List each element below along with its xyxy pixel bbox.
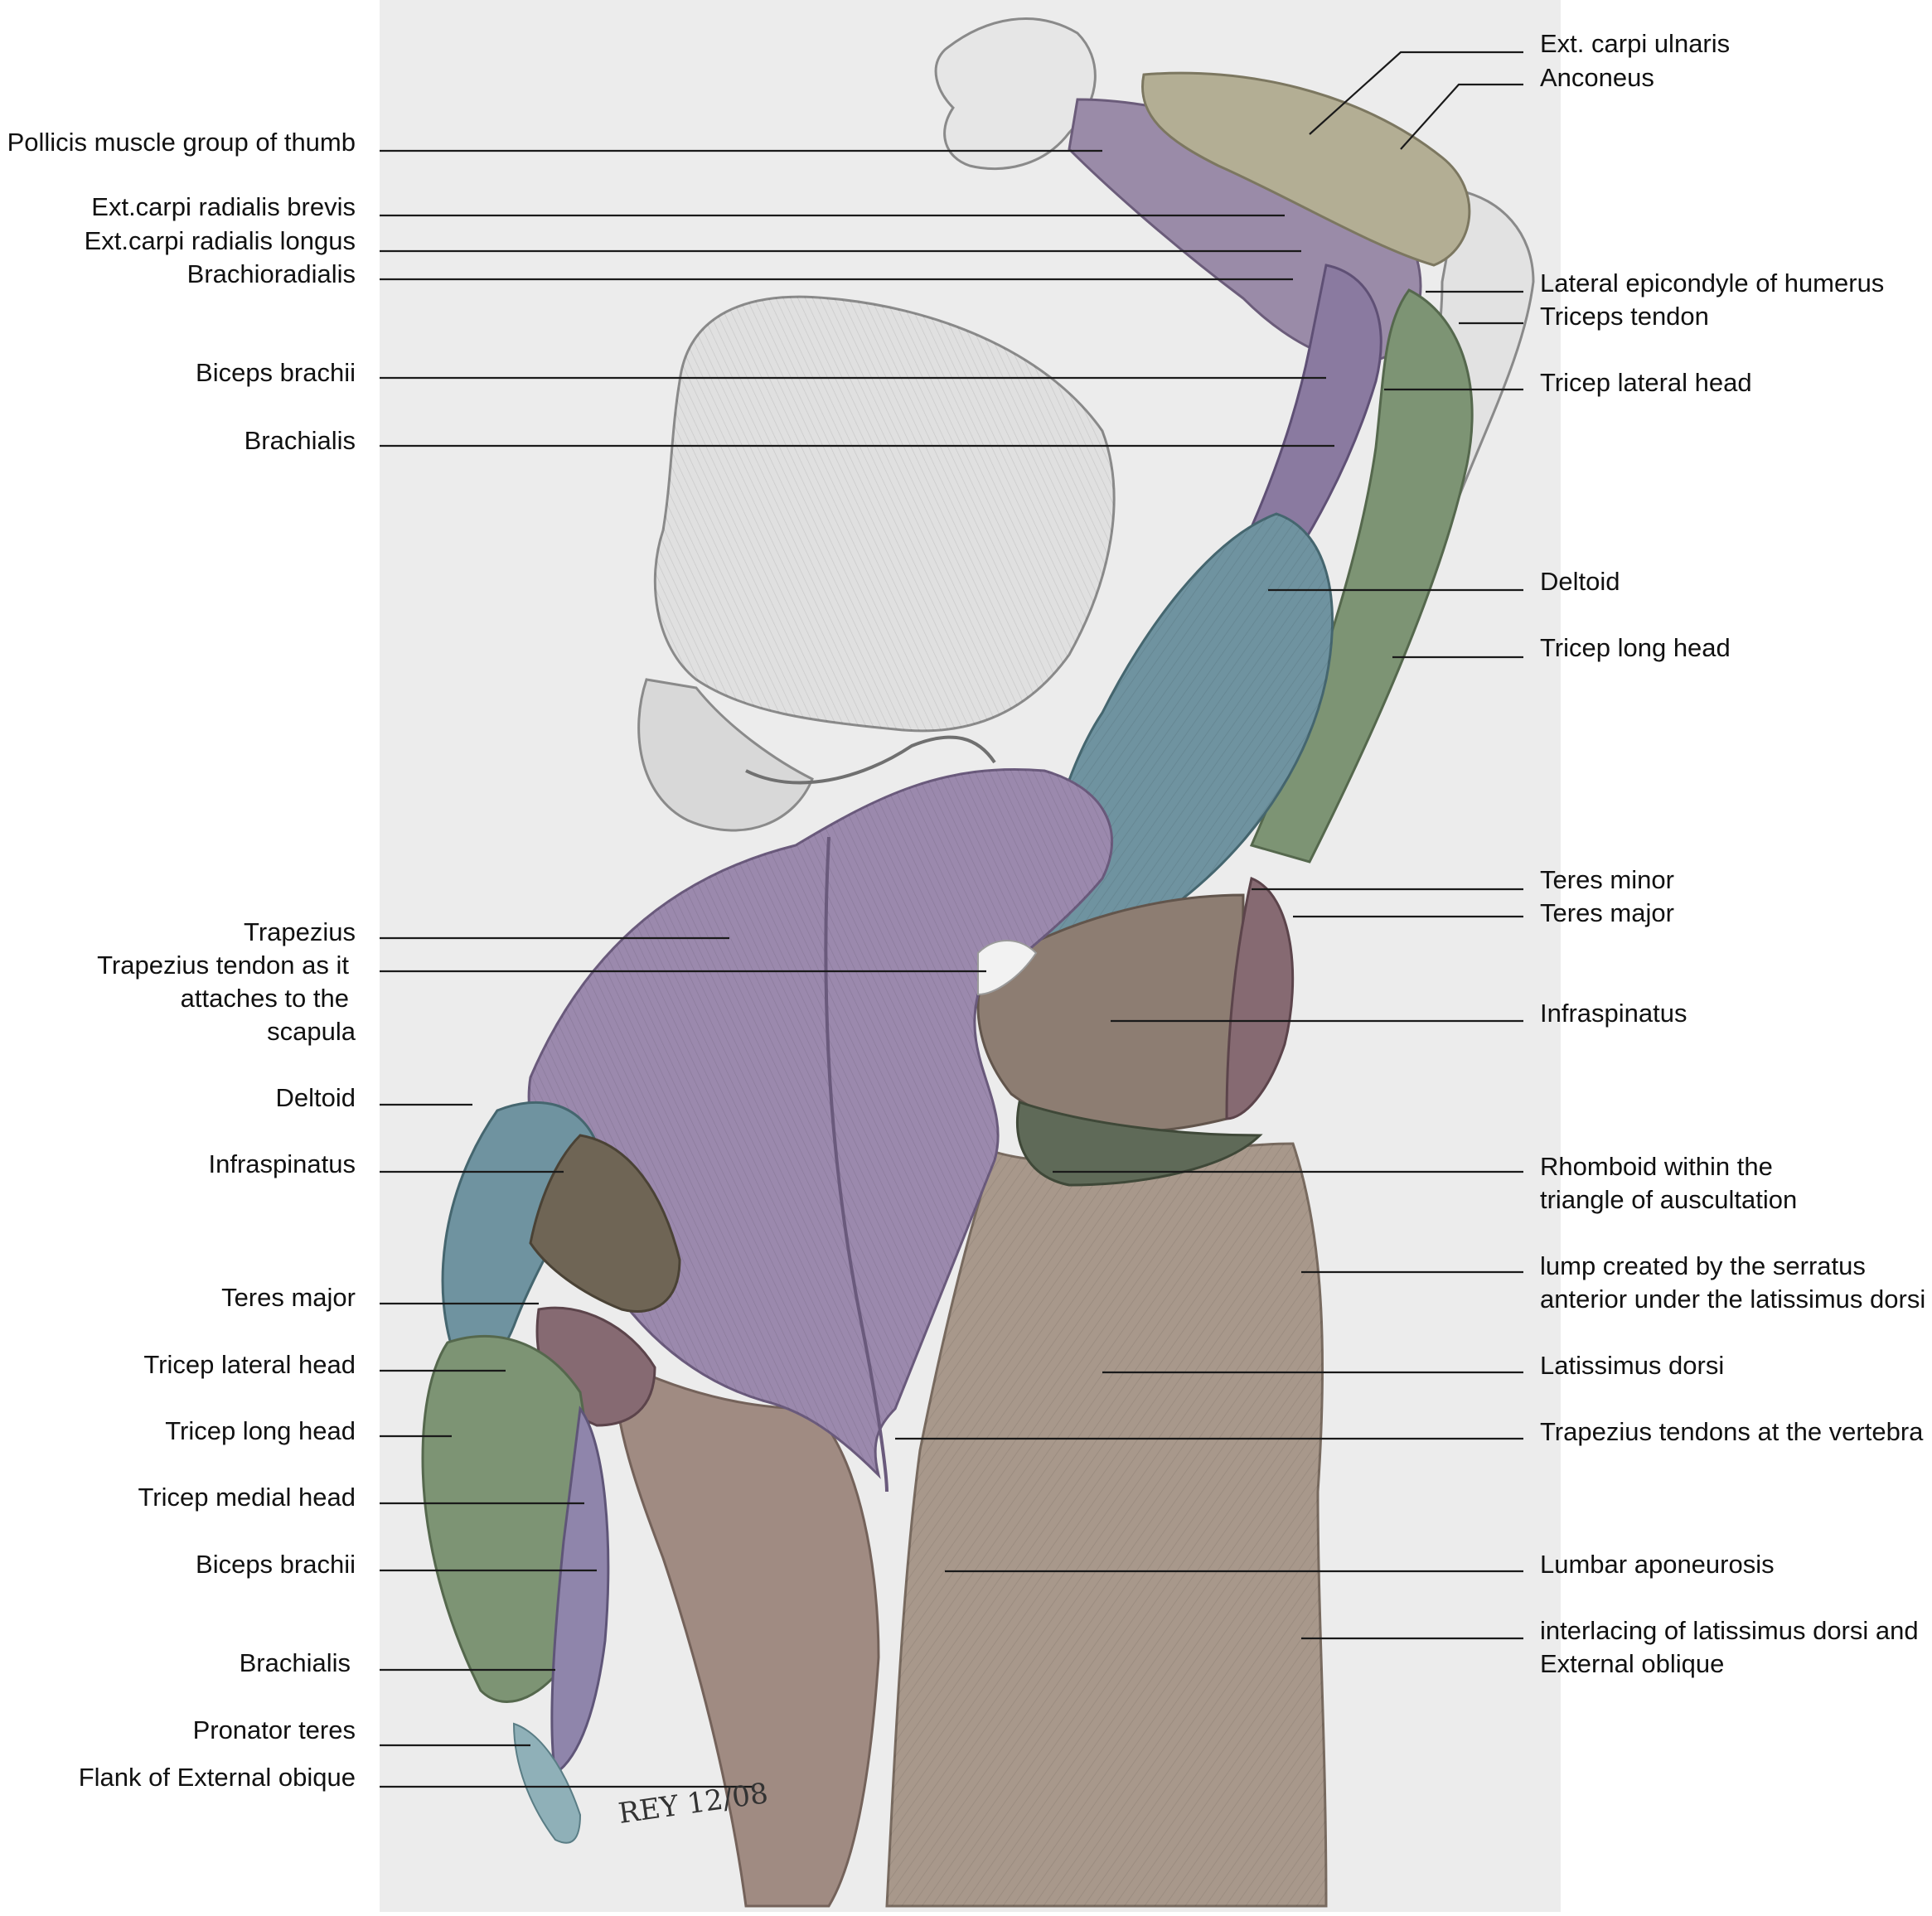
label-right-0: Ext. carpi ulnaris [1540,29,1731,58]
head-sketch [637,295,1116,832]
left-forearm-pronator [512,1722,582,1844]
label-left-4: Biceps brachii [196,358,356,387]
infraspinatus-left [529,1134,681,1313]
label-left-3: Brachioradialis [186,259,356,288]
label-right-4: Tricep lateral head [1540,368,1752,397]
label-left-12: Teres major [221,1283,356,1312]
label-left-5: Brachialis [244,426,356,455]
label-left-15: Tricep medial head [138,1483,356,1512]
label-right-3: Triceps tendon [1540,302,1709,331]
label-right-5: Deltoid [1540,567,1620,596]
label-right-12: lump created by the serratus [1540,1251,1866,1280]
label-right-10: Rhomboid within the [1540,1152,1773,1181]
label-right-2: Lateral epicondyle of humerus [1540,269,1885,298]
leader-lines [380,51,1523,1788]
label-left-0: Pollicis muscle group of thumb [7,128,356,157]
label-left-11: Infraspinatus [208,1149,356,1178]
label-right-11: triangle of auscultation [1540,1185,1798,1214]
label-right-8: Teres major [1540,898,1674,927]
label-left-13: Tricep lateral head [143,1350,356,1379]
label-right-13: anterior under the latissimus dorsi [1540,1285,1926,1314]
label-left-1: Ext.carpi radialis brevis [91,192,356,221]
left-arm-biceps [550,1406,610,1776]
label-left-10: Deltoid [275,1083,356,1112]
label-left-18: Pronator teres [192,1715,356,1744]
label-right-14: Latissimus dorsi [1540,1351,1725,1380]
label-left-14: Tricep long head [165,1416,356,1445]
label-left-9: scapula [267,1017,356,1046]
label-left-7: Trapezius tendon as it [97,951,349,980]
label-right-15: Trapezius tendons at the vertebra [1540,1417,1924,1446]
trapezius-tendon-patch [977,940,1038,996]
spine-groove [824,836,889,1493]
upper-arm-biceps [1224,264,1382,598]
label-left-16: Biceps brachii [196,1550,356,1579]
teres-major-right [1225,876,1295,1120]
label-right-16: Lumbar aponeurosis [1540,1550,1775,1579]
leader-line-right [1400,83,1523,150]
rhomboid [1016,1101,1263,1187]
forearm-extensors [1141,71,1471,267]
label-left-6: Trapezius [244,917,356,946]
label-right-9: Infraspinatus [1540,999,1687,1028]
label-right-1: Anconeus [1540,63,1654,92]
label-left-17: Brachialis [239,1648,351,1677]
label-left-8: attaches to the [180,984,349,1013]
label-right-7: Teres minor [1540,865,1674,894]
leader-line-right [1309,51,1523,135]
left-arm-triceps [421,1335,594,1703]
label-right-6: Tricep long head [1540,633,1731,662]
label-right-17: interlacing of latissimus dorsi and [1540,1616,1919,1645]
label-left-19: Flank of External obique [78,1763,356,1792]
label-left-2: Ext.carpi radialis longus [84,226,356,255]
label-right-18: External oblique [1540,1649,1725,1678]
